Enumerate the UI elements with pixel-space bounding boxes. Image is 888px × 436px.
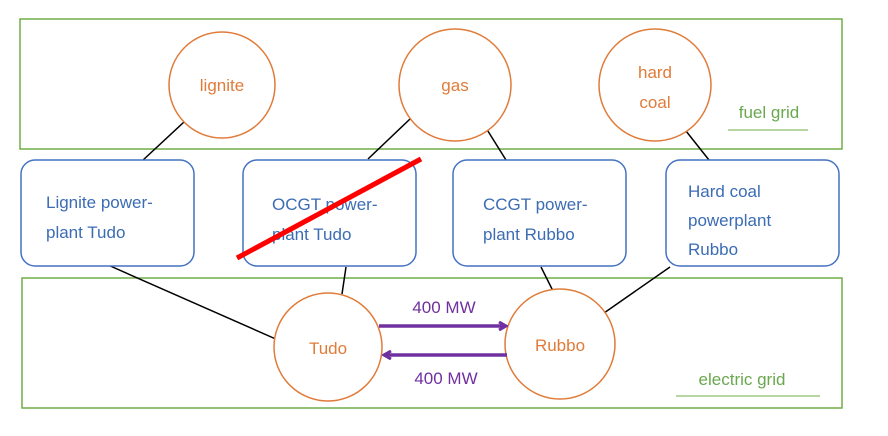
hard-coal-node-label-1: hard xyxy=(638,63,672,82)
fuel-grid-label: fuel grid xyxy=(739,103,799,122)
connector-coal-plant xyxy=(685,130,710,161)
ocgt-cross-out-mark xyxy=(235,156,423,261)
rubbo-node-label: Rubbo xyxy=(535,336,585,355)
ccgt-plant-label-1: CCGT power- xyxy=(483,195,588,214)
tudo-node xyxy=(273,292,383,402)
lignite-node-label: lignite xyxy=(200,76,244,95)
electric-grid-box xyxy=(21,277,843,409)
connector-ccgt-rubbo xyxy=(540,266,554,292)
hard-coal-plant-box xyxy=(665,159,840,267)
ccgt-plant-label-2: plant Rubbo xyxy=(483,225,575,244)
lignite-node xyxy=(168,31,276,139)
flow-label-rubbo-to-tudo: 400 MW xyxy=(414,369,477,388)
connector-gas-ocgt xyxy=(367,118,411,160)
lignite-plant-label-1: Lignite power- xyxy=(46,193,153,212)
lignite-plant-box xyxy=(20,159,195,267)
connector-coal-rubbo xyxy=(603,266,671,314)
electric-grid-label: electric grid xyxy=(699,370,786,389)
lignite-plant-label-2: plant Tudo xyxy=(46,223,125,242)
fuel-grid-box xyxy=(19,18,843,150)
connector-gas-ccgt xyxy=(485,127,507,161)
hard-coal-plant-label-2: powerplant xyxy=(688,211,771,230)
connectors xyxy=(107,118,710,341)
connector-ocgt-tudo xyxy=(341,266,347,295)
connector-lignite-plant xyxy=(141,121,185,162)
hard-coal-node-label-2: coal xyxy=(639,93,670,112)
rubbo-node xyxy=(504,288,616,400)
ocgt-plant-label-1: OCGT power- xyxy=(272,195,378,214)
gas-node xyxy=(398,28,512,142)
hard-coal-node xyxy=(598,28,712,142)
ccgt-plant-box xyxy=(452,159,627,267)
hard-coal-plant-label-3: Rubbo xyxy=(688,240,738,259)
hard-coal-plant-label-1: Hard coal xyxy=(688,182,761,201)
tudo-node-label: Tudo xyxy=(309,339,347,358)
gas-node-label: gas xyxy=(441,76,468,95)
flow-label-tudo-to-rubbo: 400 MW xyxy=(412,298,475,317)
connector-lignite-plant-tudo xyxy=(107,264,279,341)
